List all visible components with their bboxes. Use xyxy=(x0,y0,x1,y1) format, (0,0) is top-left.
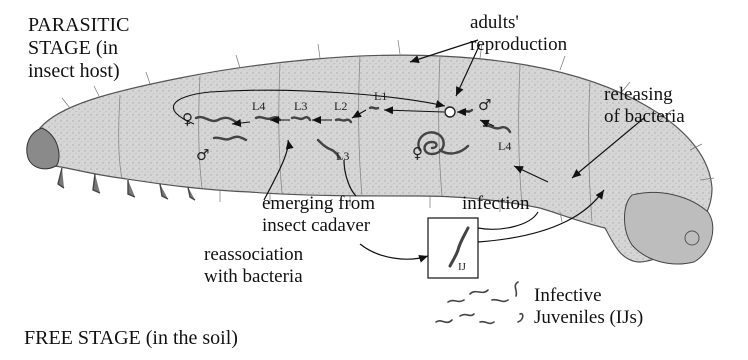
stage-label-l3-upper: L3 xyxy=(294,99,307,113)
ij-label: IJ xyxy=(458,261,467,273)
stage-label-l4-right: L4 xyxy=(498,139,511,153)
nematode-l1 xyxy=(370,107,378,108)
male-symbol-right: ♂ xyxy=(478,96,491,114)
male-symbol-left: ♂ xyxy=(196,146,209,164)
adults-reproduction-label: adults' reproduction xyxy=(470,12,567,56)
reassociation-label: reassociation with bacteria xyxy=(204,244,303,288)
soil-infective-juveniles xyxy=(436,282,523,323)
egg xyxy=(445,107,455,117)
infection-label: infection xyxy=(462,193,530,215)
parasitic-stage-label: PARASITIC STAGE (in insect host) xyxy=(28,14,130,83)
emerging-label: emerging from insect cadaver xyxy=(262,193,375,237)
stage-label-l3-lower: L3 xyxy=(336,149,349,163)
stage-label-l2: L2 xyxy=(334,99,347,113)
infective-juveniles-label: Infective Juveniles (IJs) xyxy=(534,285,643,329)
female-symbol-coiled: ♀ xyxy=(412,144,423,162)
stage-label-l4-left: L4 xyxy=(252,99,265,113)
releasing-bacteria-label: releasing of bacteria xyxy=(604,84,685,128)
free-stage-label: FREE STAGE (in the soil) xyxy=(24,327,238,350)
arrow-emerging-to-ij xyxy=(360,244,428,259)
ij-box: IJ xyxy=(428,218,478,278)
